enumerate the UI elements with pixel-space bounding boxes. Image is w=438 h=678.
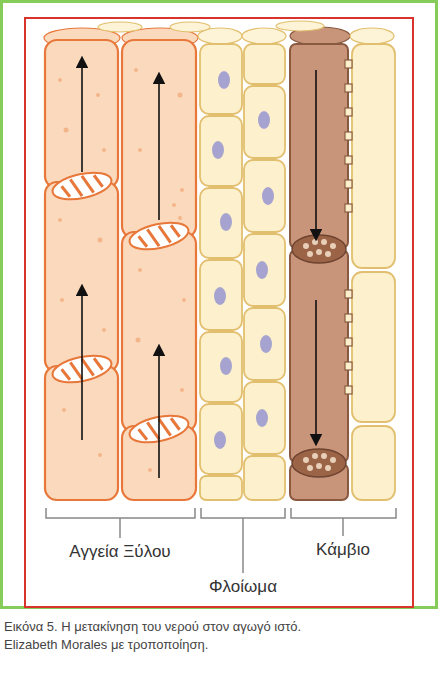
sieve-plate xyxy=(292,235,346,477)
outer-frame xyxy=(2,2,437,608)
sieve-tube xyxy=(290,44,348,500)
inner-frame xyxy=(25,18,413,607)
flow-arrow xyxy=(315,70,317,440)
parenchyma-cell xyxy=(200,44,285,500)
perforation-plate xyxy=(50,168,191,447)
plasmodesmata xyxy=(345,60,352,394)
part-label: Κάμβιο xyxy=(316,540,370,560)
xylem-vessel xyxy=(45,40,196,500)
figure-caption: Εικόνα 5. Η μετακίνηση του νερού στον αγ… xyxy=(4,618,344,653)
bracket xyxy=(46,508,396,573)
part-label: Φλοίωμα xyxy=(209,577,277,597)
vessel-pits xyxy=(58,68,186,472)
part-label: Αγγεία Ξύλου xyxy=(69,542,170,562)
companion-cell xyxy=(352,44,395,500)
flow-arrow xyxy=(82,62,159,478)
